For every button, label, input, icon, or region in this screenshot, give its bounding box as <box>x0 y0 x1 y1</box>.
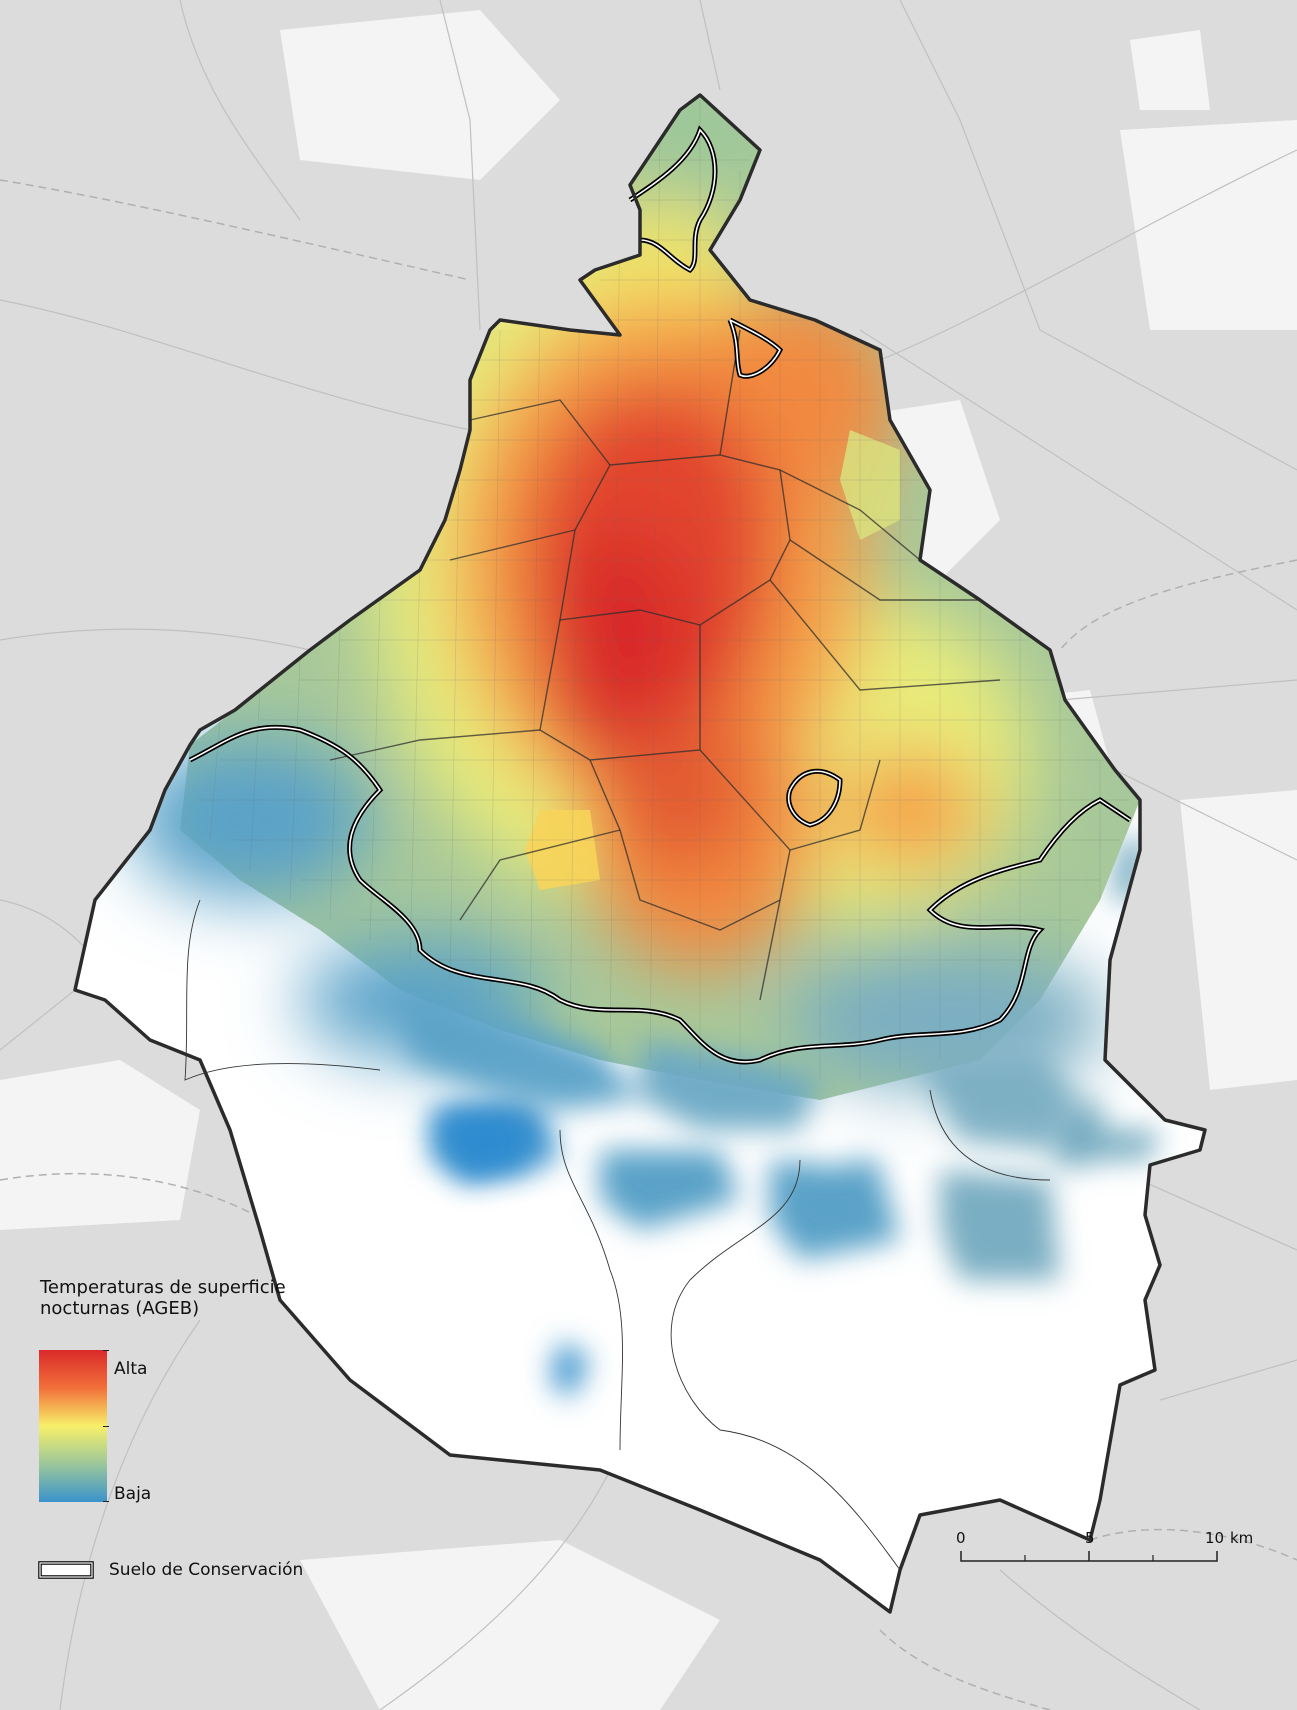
conservation-legend-label: Suelo de Conservación <box>109 1560 304 1580</box>
scale-label-5: 5 <box>1085 1529 1095 1547</box>
ramp-label-low: Baja <box>114 1484 152 1504</box>
legend-title-line2: nocturnas (AGEB) <box>40 1298 200 1319</box>
city-outline <box>73 93 1207 1614</box>
scale-label-0: 0 <box>956 1529 966 1547</box>
southern-boundaries <box>184 899 1051 1571</box>
legend-title: Temperaturas de superficie nocturnas (AG… <box>40 1277 340 1319</box>
ramp-tick-mid <box>103 1426 109 1427</box>
conservation-legend-icon <box>38 1561 94 1579</box>
borough-boundaries <box>329 329 1001 1001</box>
heat-surface <box>130 95 1160 1400</box>
scale-unit: km <box>1230 1529 1254 1547</box>
scale-bar <box>960 1551 1218 1562</box>
southern-settlements <box>400 1000 1080 1180</box>
color-ramp <box>39 1350 107 1502</box>
conservation-boundary <box>188 125 1132 1065</box>
legend-title-line1: Temperaturas de superficie <box>40 1277 286 1298</box>
ageb-mesh <box>200 100 1130 1080</box>
ramp-tick-bottom <box>103 1501 109 1502</box>
ramp-tick-top <box>103 1350 109 1351</box>
ramp-label-high: Alta <box>114 1359 148 1379</box>
scale-label-10: 10 <box>1205 1529 1225 1547</box>
